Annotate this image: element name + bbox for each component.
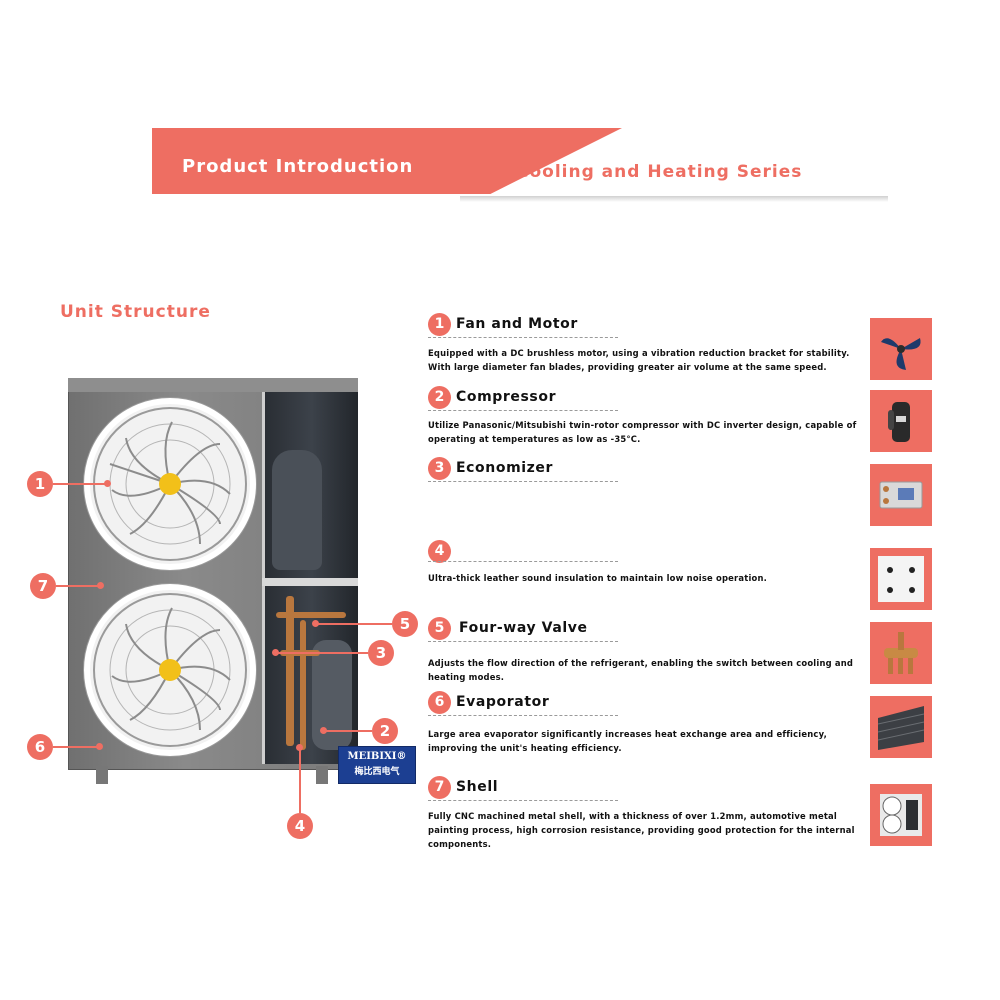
callout-dot: [272, 649, 279, 656]
fan-blade-thumbnail: [870, 318, 932, 380]
fan-blade-icon: [881, 338, 921, 370]
feature-title: Economizer: [456, 460, 553, 476]
callout-dot: [296, 744, 303, 751]
callout-7: 7: [30, 573, 56, 599]
feature-divider: [428, 337, 618, 338]
callout-4: 4: [287, 813, 313, 839]
callout-leader: [299, 748, 301, 813]
banner-shadow: [460, 196, 888, 202]
evaporator-icon: [877, 706, 925, 750]
brand-logo-en: MEIBIXI®: [347, 751, 407, 762]
feature-number: 4: [428, 540, 451, 563]
callout-leader: [324, 730, 372, 732]
callout-2: 2: [372, 718, 398, 744]
feature-description: Large area evaporator significantly incr…: [428, 729, 827, 753]
feature-description: Equipped with a DC brushless motor, usin…: [428, 348, 850, 372]
gas-liquid-separator: [272, 450, 322, 570]
fan-lower: [84, 584, 256, 756]
callout-1: 1: [27, 471, 53, 497]
interior-rail: [262, 578, 358, 586]
feature-title: Evaporator: [456, 694, 550, 710]
unit-shell-icon: [880, 794, 922, 836]
callout-leader: [53, 483, 107, 485]
feature-number: 7: [428, 776, 451, 799]
callout-6: 6: [27, 734, 53, 760]
callout-dot: [320, 727, 327, 734]
banner-title: Product Introduction: [182, 156, 414, 177]
section-title: Unit Structure: [60, 302, 211, 322]
four-way-valve-thumbnail: [870, 622, 932, 684]
fan-hub: [159, 473, 181, 495]
feature-description: Fully CNC machined metal shell, with a t…: [428, 811, 855, 849]
feature-description: Adjusts the flow direction of the refrig…: [428, 658, 854, 682]
insulation-panel-icon: [878, 556, 924, 602]
insulation-thumbnail: [870, 548, 932, 610]
feature-divider: [428, 481, 618, 482]
callout-3: 3: [368, 640, 394, 666]
plate-heat-exchanger-icon: [879, 481, 923, 509]
feature-title: Fan and Motor: [456, 316, 578, 332]
shell-thumbnail: [870, 784, 932, 846]
copper-pipe: [276, 612, 346, 618]
unit-top-cover: [68, 378, 358, 392]
fan-upper: [84, 398, 256, 570]
feature-divider: [428, 641, 618, 642]
evaporator-thumbnail: [870, 696, 932, 758]
unit-foot: [316, 766, 328, 784]
callout-leader: [56, 585, 100, 587]
feature-title: Compressor: [456, 389, 557, 405]
feature-description: Utilize Panasonic/Mitsubishi twin-rotor …: [428, 420, 857, 444]
callout-5: 5: [392, 611, 418, 637]
feature-number: 1: [428, 313, 451, 336]
unit-foot: [96, 766, 108, 784]
callout-dot: [97, 582, 104, 589]
compressor-thumbnail: [870, 390, 932, 452]
copper-pipe: [286, 596, 294, 746]
callout-dot: [96, 743, 103, 750]
feature-number: 2: [428, 386, 451, 409]
callout-leader: [53, 746, 99, 748]
banner-subtitle: Cooling and Heating Series: [516, 162, 803, 182]
brand-logo-cn: 梅比西电气: [354, 767, 400, 777]
compressor-icon: [888, 402, 910, 442]
feature-divider: [428, 410, 618, 411]
compressor-body: [312, 640, 352, 750]
copper-pipe: [300, 620, 306, 750]
callout-dot: [104, 480, 111, 487]
callout-dot: [312, 620, 319, 627]
economizer-thumbnail: [870, 464, 932, 526]
feature-divider: [428, 561, 618, 562]
feature-description: Ultra-thick leather sound insulation to …: [428, 573, 768, 583]
feature-title: Shell: [456, 779, 499, 795]
four-way-valve-icon: [884, 632, 918, 674]
feature-number: 3: [428, 457, 451, 480]
callout-leader: [276, 652, 368, 654]
feature-title: Four-way Valve: [459, 620, 588, 636]
brand-logo: MEIBIXI® 梅比西电气: [338, 746, 416, 784]
callout-leader: [316, 623, 392, 625]
fan-hub: [159, 659, 181, 681]
feature-divider: [428, 800, 618, 801]
feature-number: 6: [428, 691, 451, 714]
feature-number: 5: [428, 617, 451, 640]
fan-grille-icon: [93, 593, 247, 747]
feature-divider: [428, 715, 618, 716]
